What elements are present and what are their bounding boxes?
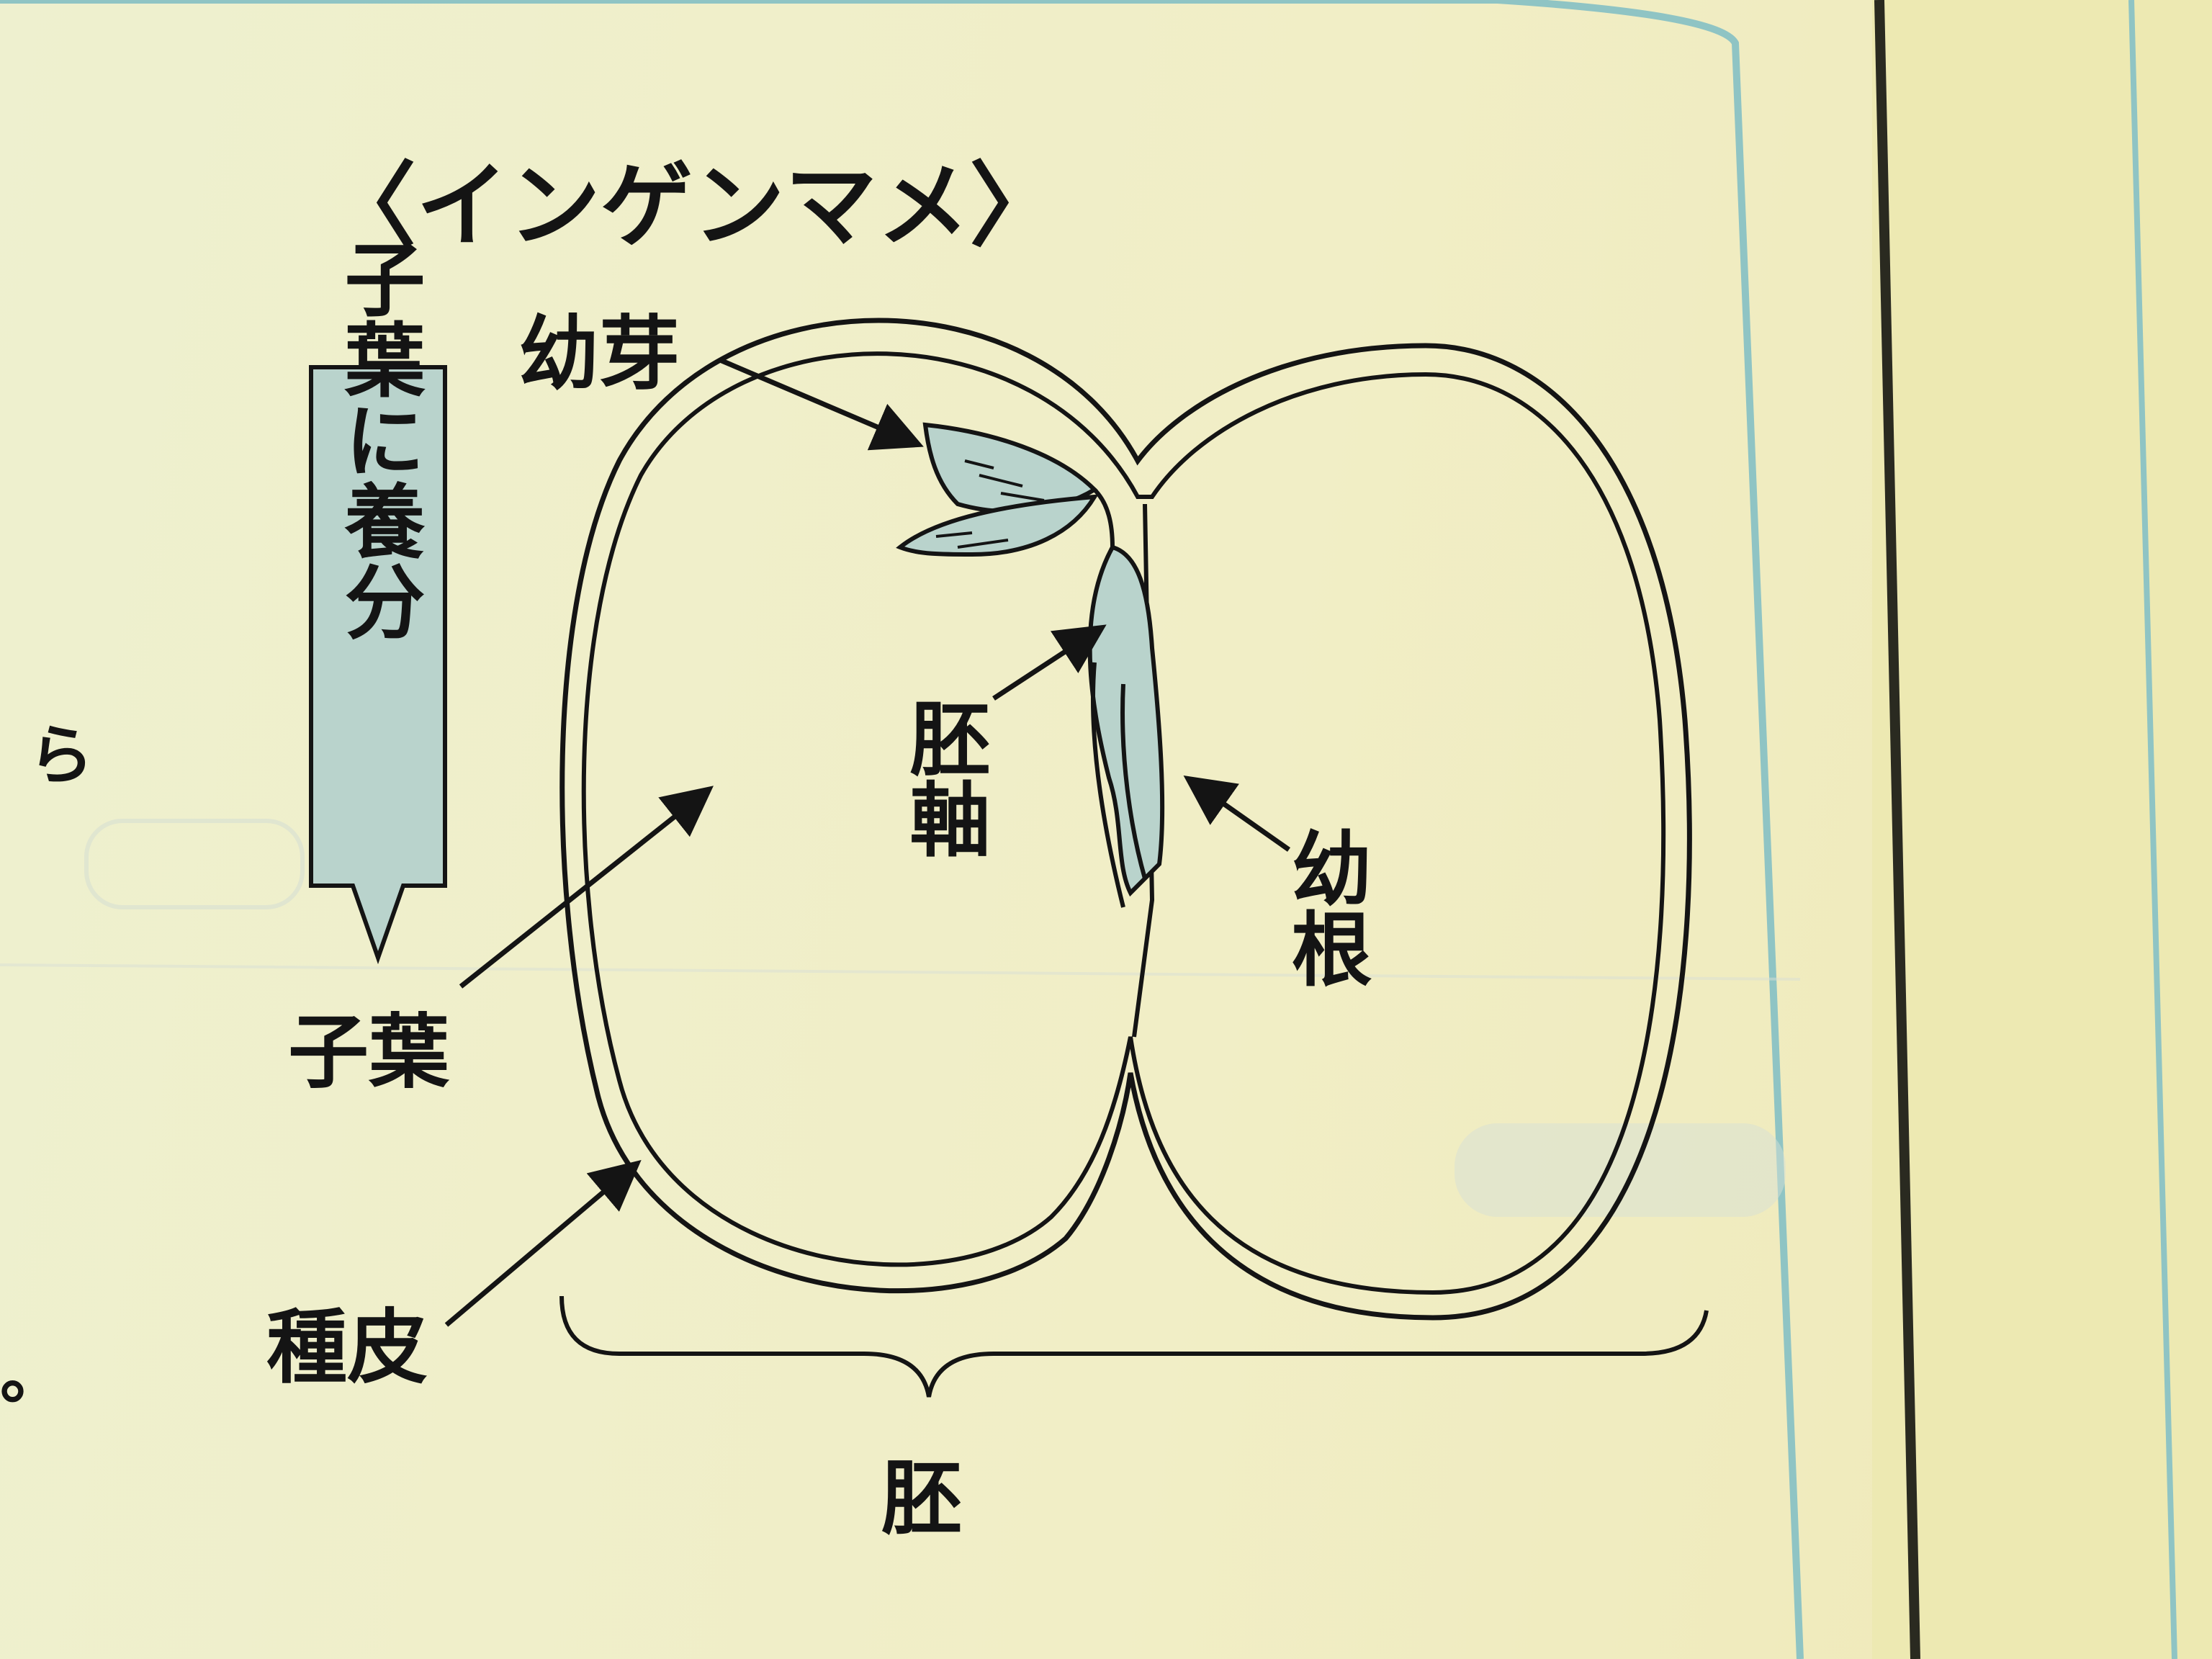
hypocotyl	[1087, 503, 1165, 1038]
label-plumule: 幼芽	[518, 307, 680, 401]
arrow-seed-coat	[444, 1159, 642, 1327]
label-seed-coat: 種皮	[266, 1300, 428, 1395]
label-embryo: 胚	[881, 1452, 962, 1546]
plumule	[896, 422, 1115, 557]
arrow-plumule	[719, 357, 924, 451]
label-cotyledon: 子葉	[288, 1005, 450, 1100]
callout-text: 子葉に養分	[331, 238, 426, 641]
label-radicle: 幼根	[1278, 827, 1372, 988]
margin-fragment-ra: ら	[29, 717, 94, 793]
arrow-radicle	[1183, 775, 1291, 852]
pointer-arrows	[444, 357, 1291, 1327]
callout-banner: 子葉に養分	[309, 238, 447, 965]
embryo-brace	[559, 1295, 1709, 1398]
diagram-title: 〈インゲンマメ〉	[324, 152, 1061, 260]
label-hypocotyl: 胚軸	[896, 697, 991, 858]
arrow-cotyledon	[459, 786, 714, 989]
margin-fragment-maru: 。	[0, 1336, 65, 1413]
seed-coat	[559, 318, 1692, 1321]
arrow-hypocotyl	[992, 624, 1107, 701]
bleed-through	[0, 819, 1801, 1217]
